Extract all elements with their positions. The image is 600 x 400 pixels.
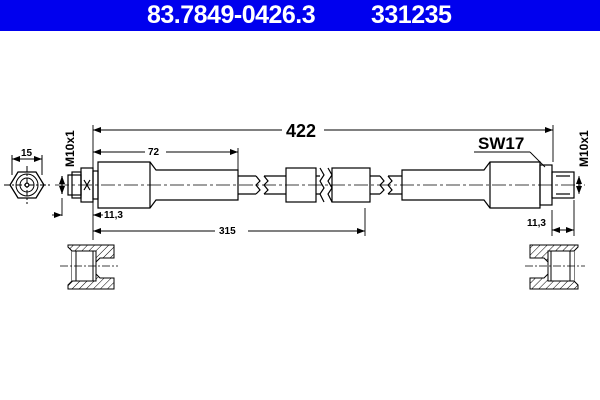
port-section-right: [525, 244, 585, 290]
partial-length-label: 315: [219, 226, 236, 237]
port-section-left: [60, 244, 118, 290]
right-thread-label: M10x1: [577, 130, 591, 167]
right-thread-length-label: 11,3: [527, 218, 546, 229]
dimension-lines: [52, 125, 575, 240]
part-number: 83.7849-0426.3: [147, 1, 316, 29]
end-view-width-label: 15: [21, 148, 33, 159]
reference-number: 331235: [371, 1, 452, 29]
wrench-size-label: SW17: [478, 134, 524, 153]
overall-length-label: 422: [286, 121, 316, 141]
fitting-length-label: 72: [148, 147, 160, 158]
left-thread-length-label: 11,3: [104, 210, 123, 221]
title-bar: 83.7849-0426.3 331235: [0, 0, 600, 31]
hose-side-view: [55, 161, 585, 209]
left-thread-label: M10x1: [63, 130, 77, 167]
end-view-left: [4, 155, 50, 204]
